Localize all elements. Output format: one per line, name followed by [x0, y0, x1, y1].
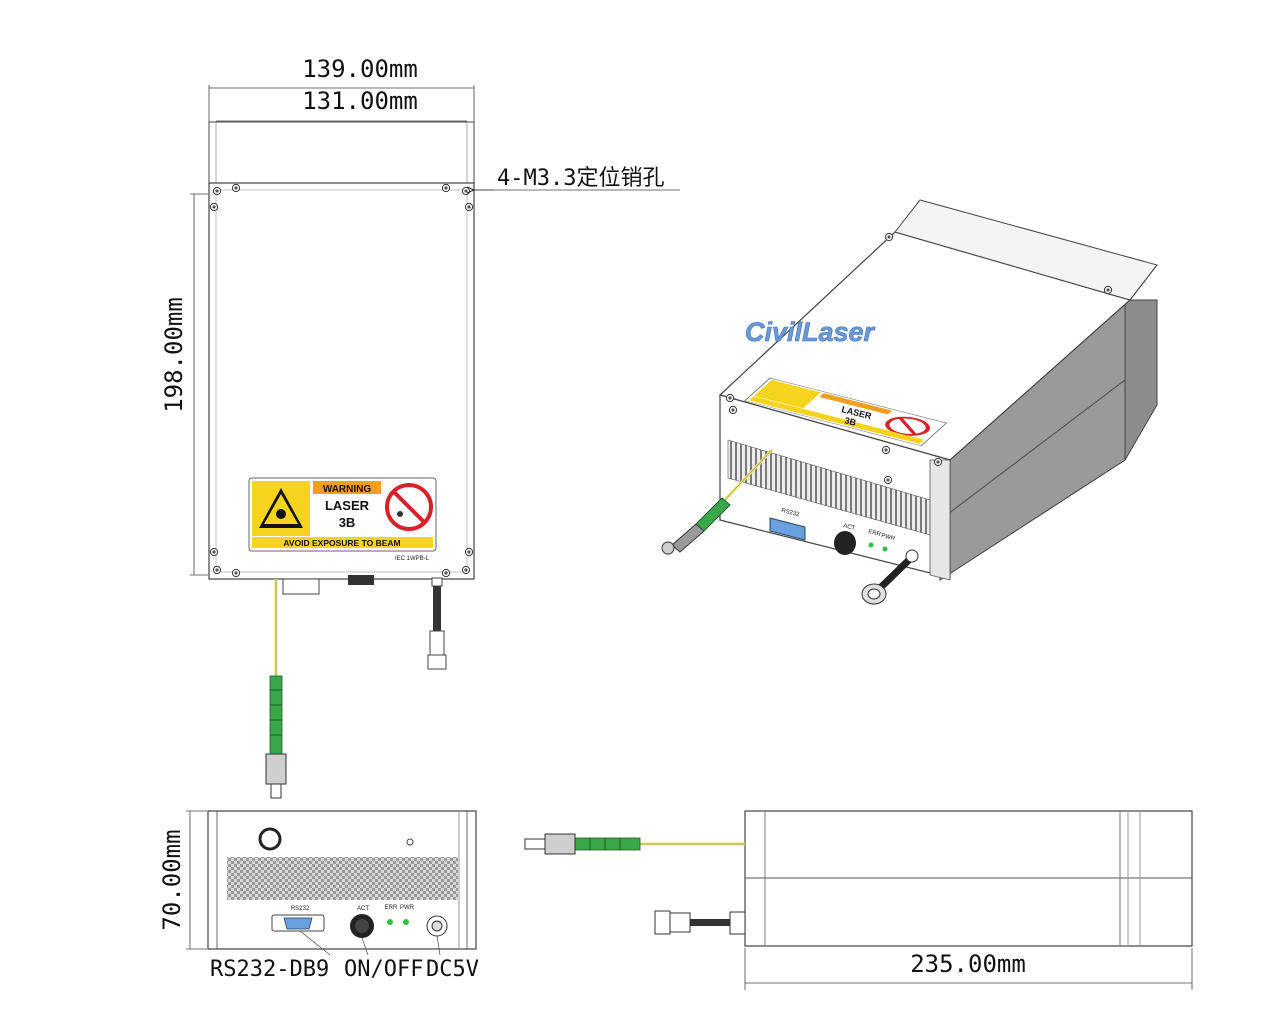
dimension-outer-width: 139.00mm [302, 55, 418, 83]
iso-pwr-label: PWR [881, 533, 897, 542]
brand-logo: CivilLaser [745, 317, 876, 347]
warning-line2: 3B [339, 515, 356, 530]
isometric-view: LASER 3B RS232 ACT ERR PWR [661, 199, 1158, 605]
iso-err-label: ERR [868, 529, 882, 538]
side-fiber-boot [574, 837, 641, 851]
iso-warning-label [744, 377, 948, 447]
act-label: ACT [357, 906, 369, 912]
pwr-label: PWR [400, 905, 415, 911]
db9-connector-top [282, 578, 320, 595]
power-label: DC5V [426, 957, 479, 982]
power-cable [433, 586, 441, 631]
fiber-connector-head [265, 753, 287, 785]
dimension-inner-width: 131.00mm [302, 87, 418, 115]
side-view: 235.00mm [524, 810, 1193, 990]
err-label: ERR [385, 905, 398, 911]
power-plug [427, 654, 447, 670]
warning-line1: LASER [325, 498, 370, 513]
rs232-label: RS232-DB9 [210, 957, 329, 982]
callout-mounting-holes: 4-M3.3定位销孔 [497, 166, 664, 191]
dimension-length: 235.00mm [910, 950, 1026, 978]
iso-rs232-label: RS232 [781, 508, 801, 518]
warning-label: WARNING LASER 3B AVOID EXPOSURE TO BEAM … [248, 477, 437, 562]
warning-footer: AVOID EXPOSURE TO BEAM [283, 538, 400, 548]
fiber-connector-boot [269, 675, 283, 755]
dimension-depth: 70.00mm [158, 829, 186, 930]
pwr-led [403, 919, 409, 925]
heat-sink-fins [227, 857, 458, 900]
switch-top [348, 575, 374, 585]
dimension-height: 198.00mm [160, 297, 188, 413]
warning-tag: IEC 1WPB-L [395, 556, 430, 562]
iso-power-switch [834, 531, 856, 555]
front-port-icon [258, 827, 282, 851]
switch-label: ON/OFF [344, 957, 423, 982]
front-view: RS232 ACT ERR PWR 70.00mm RS232-DB9 ON/O… [158, 810, 479, 982]
db9-port [283, 917, 313, 930]
warning-header: WARNING [323, 484, 372, 495]
iso-act-label: ACT [843, 523, 856, 532]
iso-warning-line2: 3B [844, 415, 858, 428]
err-led [387, 919, 393, 925]
top-view: 139.00mm 131.00mm 4-M3.3定位销孔 198.00mm [160, 55, 680, 799]
rs232-small-label: RS232 [291, 906, 310, 912]
iso-db9-port [769, 517, 806, 541]
